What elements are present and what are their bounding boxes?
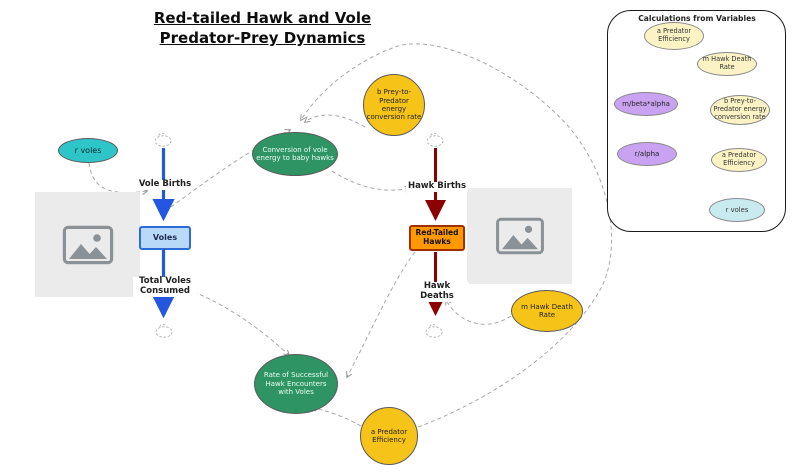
calc-a-predator-efficiency-right[interactable]: a Predator Efficiency (711, 148, 767, 172)
flow-label-total-voles-consumed[interactable]: Total Voles Consumed (133, 276, 197, 297)
diagram-title-line1: Red-tailed Hawk and Vole (153, 9, 372, 27)
link-bconversion-to-conversion[interactable] (305, 114, 366, 128)
calc-b-conversion-text: b Prey-to-Predator energy conversion rat… (713, 97, 767, 121)
calc-a-efficiency-right-text: a Predator Efficiency (721, 151, 757, 167)
encounter-rate-text: Rate of Successful Hawk Encounters with … (263, 371, 329, 397)
calc-b-conversion-rate[interactable]: b Prey-to-Predator energy conversion rat… (710, 95, 770, 125)
calc-m-hawk-death-rate[interactable]: m Hawk Death Rate (697, 52, 757, 76)
variable-a-predator-efficiency[interactable]: a Predator Efficiency (360, 407, 418, 465)
link-aefficiency-to-conversion[interactable] (301, 43, 612, 428)
vole-births-text: Vole Births (138, 179, 192, 189)
link-mdeathrate-to-hawk-deaths[interactable] (446, 300, 512, 325)
vole-image-placeholder[interactable] (35, 192, 140, 297)
stock-voles-label: Voles (152, 233, 178, 243)
link-conversion-to-hawk-births[interactable] (331, 170, 410, 190)
calc-a-predator-efficiency-top[interactable]: a Predator Efficiency (644, 22, 704, 50)
flow-label-hawk-births[interactable]: Hawk Births (406, 181, 468, 192)
flow-label-hawk-deaths[interactable]: Hawk Deaths (405, 281, 469, 302)
calc-m-beta-alpha-text: m/beta*alpha (622, 99, 670, 108)
calc-a-efficiency-top-text: a Predator Efficiency (656, 27, 692, 43)
stock-voles[interactable]: Voles (139, 226, 191, 250)
link-voles-to-conversion[interactable] (170, 130, 290, 208)
diagram-title-line2: Predator-Prey Dynamics (159, 29, 366, 48)
image-placeholder-icon (495, 217, 544, 255)
image-placeholder-icon (62, 225, 113, 264)
stock-red-tailed-hawks[interactable]: Red-Tailed Hawks (409, 225, 465, 251)
variable-m-hawk-death-rate[interactable]: m Hawk Death Rate (511, 290, 583, 332)
link-aefficiency-to-encounter-rate[interactable] (312, 407, 362, 427)
calc-r-voles-text: r voles (725, 205, 749, 214)
stock-hawks-label: Red-Tailed Hawks (415, 228, 459, 246)
variable-r-voles[interactable]: r voles (58, 138, 118, 163)
hawk-image-placeholder[interactable] (467, 188, 572, 284)
calc-r-alpha[interactable]: r/alpha (617, 142, 677, 166)
calc-m-beta-alpha[interactable]: m/beta*alpha (614, 92, 678, 116)
b-conversion-rate-text: b Prey-to-Predator energy conversion rat… (366, 88, 422, 122)
a-efficiency-text: a Predator Efficiency (370, 427, 408, 444)
diagram-title: Red-tailed Hawk and Vole Predator-Prey D… (140, 8, 385, 49)
total-voles-consumed-text: Total Voles Consumed (139, 276, 191, 296)
m-death-rate-text: m Hawk Death Rate (521, 302, 573, 319)
link-voles-to-encounter-rate[interactable] (186, 288, 289, 355)
calc-m-death-rate-text: m Hawk Death Rate (702, 55, 752, 71)
calc-r-voles[interactable]: r voles (709, 198, 765, 222)
r-voles-text: r voles (74, 145, 102, 155)
calculations-panel-title: Calculations from Variables (638, 14, 756, 23)
flow-label-vole-births[interactable]: Vole Births (136, 179, 194, 190)
variable-conversion-of-vole-energy[interactable]: Conversion of vole energy to baby hawks (252, 132, 338, 176)
conversion-text: Conversion of vole energy to baby hawks (256, 145, 334, 162)
hawk-deaths-text: Hawk Deaths (420, 281, 454, 301)
variable-b-prey-to-predator-conversion-rate[interactable]: b Prey-to-Predator energy conversion rat… (363, 74, 425, 136)
link-hawks-to-encounter-rate[interactable] (347, 251, 416, 377)
variable-rate-of-successful-hawk-encounters[interactable]: Rate of Successful Hawk Encounters with … (254, 354, 338, 414)
cloud-icon (154, 132, 444, 338)
hawk-births-text: Hawk Births (407, 181, 467, 191)
link-rvoles-to-vole-births[interactable] (88, 162, 147, 193)
calc-r-alpha-text: r/alpha (634, 149, 660, 158)
